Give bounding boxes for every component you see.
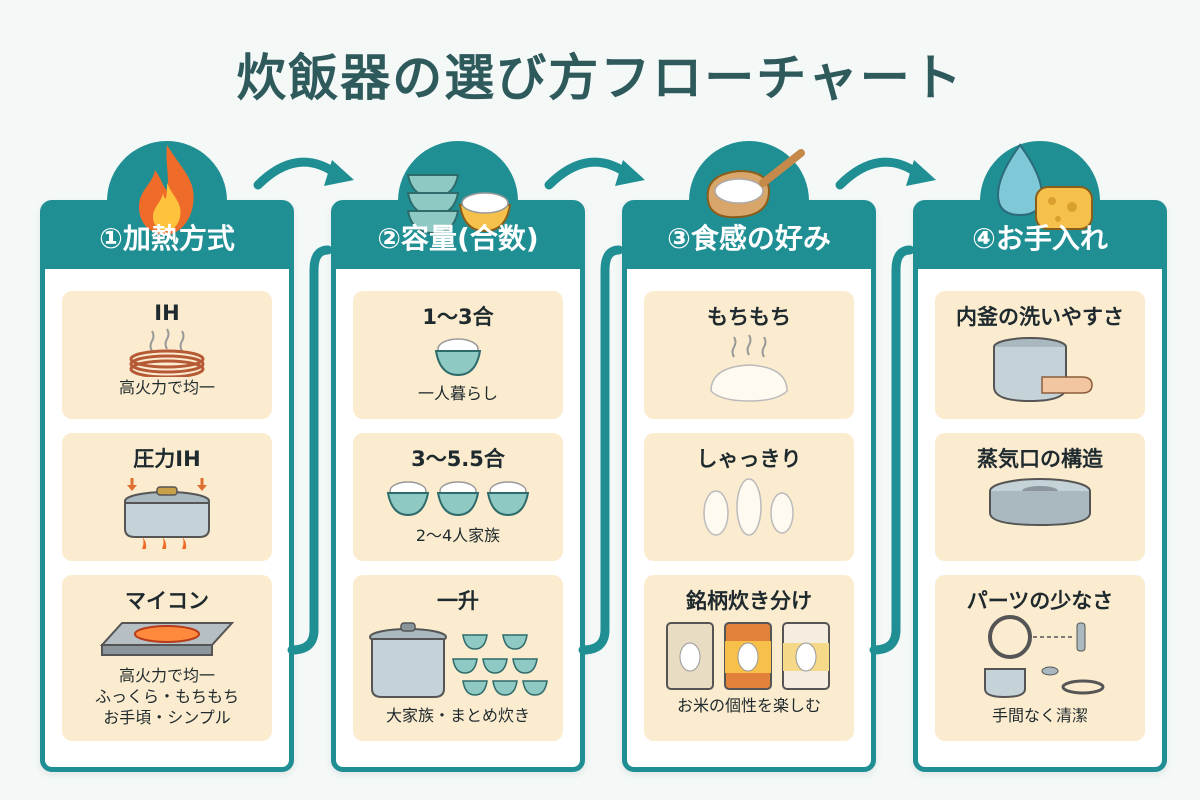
bowls-icon <box>406 174 512 235</box>
card-mochimochi[interactable]: もちもち <box>644 291 854 419</box>
card-issho[interactable]: 一升 大家族・まとめ炊き <box>353 575 563 741</box>
card-microcomputer[interactable]: マイコン 高火力で均一 ふっくら・もちもち お手頃・シンプル <box>62 575 272 741</box>
rice-spoon-icon <box>706 149 805 219</box>
ih-coil-icon <box>129 328 205 377</box>
three-bowls-icon <box>386 481 530 517</box>
fluffy-rice-icon <box>710 334 788 402</box>
parts-icon <box>984 615 1105 699</box>
water-sponge-icon <box>996 143 1093 230</box>
pressure-pot-icon <box>124 478 210 549</box>
hot-plate-icon <box>99 622 235 656</box>
column-maintenance: ④お手入れ 内釜の洗いやすさ 蒸気口の構造 パーツの少なさ 手間なく清潔 <box>913 141 1167 772</box>
steam-vent-icon <box>989 478 1091 527</box>
card-1-3-go[interactable]: 1〜3合 一人暮らし <box>353 291 563 419</box>
card-brand-cooking[interactable]: 銘柄炊き分け お米の個性を楽しむ <box>644 575 854 741</box>
flow-arrow-side-2 <box>578 245 624 655</box>
card-3-5.5-go[interactable]: 3〜5.5合 2〜4人家族 <box>353 433 563 561</box>
column-capacity: ②容量(合数) 1〜3合 一人暮らし 3〜5.5合 2〜4人家族 一升 <box>331 141 585 772</box>
card-ih[interactable]: IH 高火力で均一 <box>62 291 272 419</box>
flame-icon <box>139 145 194 235</box>
card-shakkiri[interactable]: しゃっきり <box>644 433 854 561</box>
column-texture: ③食感の好み もちもち しゃっきり 銘柄炊き分け お米の個性を楽しむ <box>622 141 876 772</box>
card-pressure-ih[interactable]: 圧力IH <box>62 433 272 561</box>
flow-arrow-side-1 <box>287 245 333 655</box>
card-steam-vent[interactable]: 蒸気口の構造 <box>935 433 1145 561</box>
inner-pot-icon <box>993 337 1093 403</box>
rice-grains-icon <box>703 478 794 536</box>
flow-arrow-side-3 <box>869 245 915 655</box>
card-inner-pot[interactable]: 内釜の洗いやすさ <box>935 291 1145 419</box>
big-pot-and-bowls-icon <box>369 622 548 698</box>
single-bowl-icon <box>434 338 482 377</box>
page-title: 炊飯器の選び方フローチャート <box>236 49 964 107</box>
card-few-parts[interactable]: パーツの少なさ 手間なく清潔 <box>935 575 1145 741</box>
column-heating-method: ①加熱方式 IH 高火力で均一 圧力IH マイコン 高火力で均一 ふっくら <box>40 141 294 772</box>
rice-bags-icon <box>666 622 830 690</box>
